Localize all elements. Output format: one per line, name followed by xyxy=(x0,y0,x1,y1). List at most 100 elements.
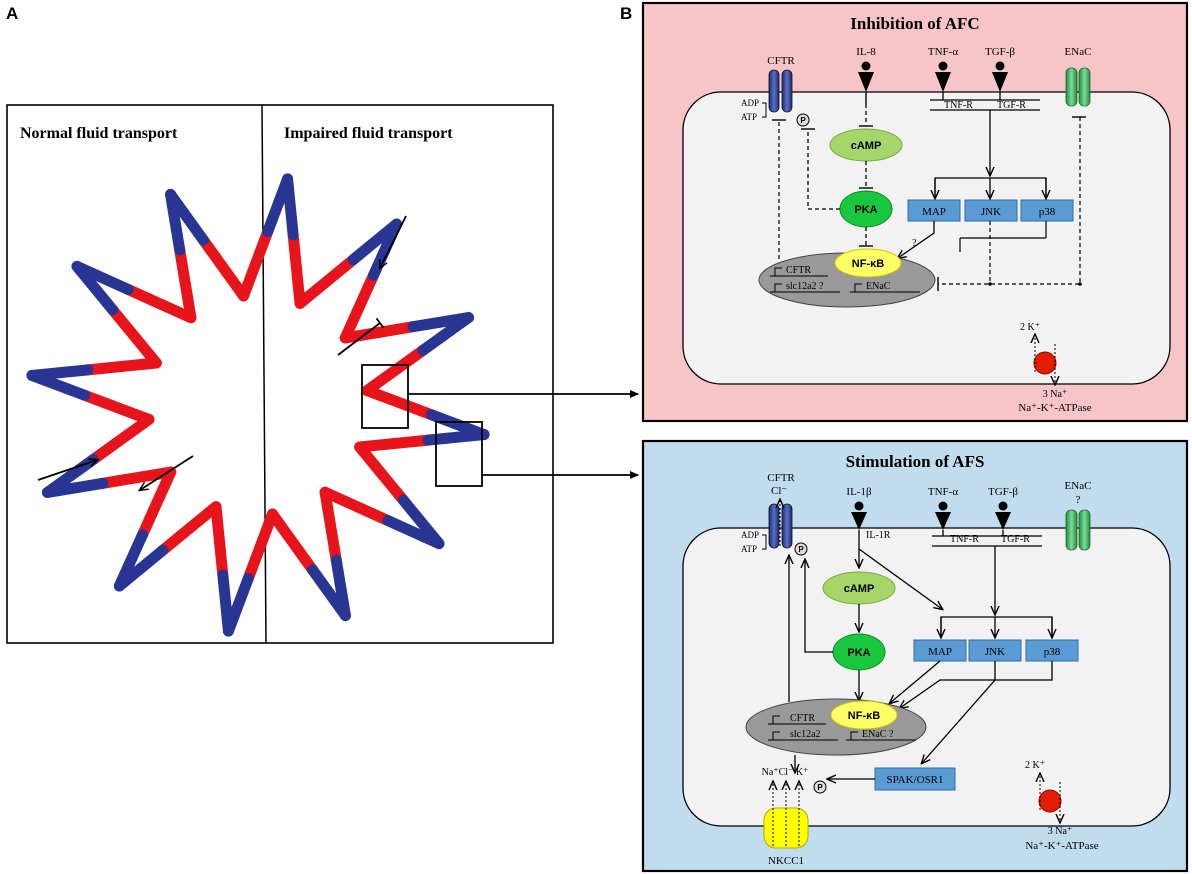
afc-enac-dash xyxy=(938,117,1081,285)
afc-pka-to-phospho xyxy=(807,129,840,210)
afc-gene-slc: slc12a2 ? xyxy=(786,281,824,292)
afs-tgf-receptor xyxy=(995,512,1011,530)
alveolus-segment-red xyxy=(361,385,437,421)
afc-tgfb-label: TGF-β xyxy=(985,46,1015,58)
alveolus-segment-blue xyxy=(41,454,99,498)
afc-gene-cftr: CFTR xyxy=(786,265,811,276)
afc-p38-box xyxy=(1020,199,1074,222)
afs-adp-atp-bracket xyxy=(762,534,767,550)
afs-k-label: 2 K⁺ xyxy=(1025,760,1045,771)
afs-p38-to-nfkb xyxy=(900,661,1053,708)
afs-gene-enac: ENaC ? xyxy=(862,729,894,740)
afc-dot-2 xyxy=(988,282,992,286)
afs-ions-label: Na⁺Cl⁻ K⁺ xyxy=(762,767,809,778)
impaired-fluid-title: Impaired fluid transport xyxy=(284,125,453,142)
alveolus-segment-red xyxy=(294,254,359,309)
afs-tgfb-label: TGF-β xyxy=(988,486,1018,498)
afs-nkcc1-phospho xyxy=(813,780,827,794)
zoom-box-red xyxy=(361,364,409,429)
afs-gene-cftr: CFTR xyxy=(790,713,815,724)
afs-tgfb-ligand xyxy=(998,501,1008,511)
afs-na-label: 3 Na⁺ xyxy=(1048,826,1072,837)
alveolus-segment-red xyxy=(339,321,419,344)
alveolus-segment-red xyxy=(354,434,434,453)
afs-panel: Stimulation of AFS CFTR Cl⁻ ADP ATP P IL… xyxy=(641,439,1189,873)
afc-map-to-nfkb xyxy=(898,221,935,258)
alveolus-segment-red xyxy=(238,226,274,302)
afc-cftr-channel xyxy=(768,69,780,113)
alveolus-segment-blue xyxy=(113,529,149,592)
afs-enac-question: ? xyxy=(1076,494,1081,506)
afs-atp-label: ATP xyxy=(741,544,757,554)
afc-pump-label: Na⁺-K⁺-ATPase xyxy=(1018,402,1091,414)
alveolus-segment-blue xyxy=(26,364,94,381)
afc-nfkb-node xyxy=(834,248,902,278)
afc-tnf-receptor xyxy=(935,72,951,92)
afc-atp-label: ATP xyxy=(741,112,757,122)
afs-nkcc1-phospho-label: P xyxy=(817,783,823,792)
afs-il1-to-map xyxy=(858,548,942,609)
afc-tgfr-label: TGF-R xyxy=(997,100,1026,111)
afc-adp-atp-bracket xyxy=(762,102,767,118)
fluid-inhibit-right xyxy=(337,317,385,356)
alveolus-segment-blue xyxy=(217,569,234,637)
alveolus-segment-blue xyxy=(71,260,134,296)
afs-tnf-receptor xyxy=(935,512,951,530)
normal-fluid-title: Normal fluid transport xyxy=(20,125,178,142)
alveolus-segment-red xyxy=(266,508,319,576)
alveolus-segment-red xyxy=(97,466,177,489)
afs-cftr-channel xyxy=(768,503,780,549)
afc-il8-ligand xyxy=(861,61,871,71)
afc-jnk-box xyxy=(964,199,1018,222)
afs-nkcc1-label: NKCC1 xyxy=(768,855,804,867)
alveolus-segment-red xyxy=(242,508,278,584)
afs-jnk-label: JNK xyxy=(985,646,1005,658)
panel-label-a: A xyxy=(6,4,18,23)
afs-tnfr-label: TNF-R xyxy=(950,534,979,545)
afc-phospho xyxy=(796,113,810,127)
panel-label-b: B xyxy=(620,4,632,23)
afs-cl-label: Cl⁻ xyxy=(771,485,787,497)
afs-phospho xyxy=(794,542,808,556)
afc-enac-channel-b xyxy=(1078,67,1091,107)
afc-enac-channel xyxy=(1065,67,1078,107)
afs-gene-cftr-promoter xyxy=(772,715,780,724)
afc-il8-label: IL-8 xyxy=(856,46,876,58)
afc-cftr-label: CFTR xyxy=(767,55,795,67)
afs-adp-label: ADP xyxy=(741,530,759,540)
afs-gene-slc: slc12a2 xyxy=(790,729,821,740)
alveolus-segment-blue xyxy=(422,429,490,446)
afs-enac-channel-b xyxy=(1078,509,1091,551)
alveolus-segment-red xyxy=(354,441,409,506)
alveolus-segment-red xyxy=(287,229,306,309)
afs-pka-label: PKA xyxy=(847,647,870,659)
afs-nfkb-node xyxy=(830,700,898,730)
alveolus-segment-red xyxy=(79,389,155,425)
afc-cftr-channel-b xyxy=(781,69,793,113)
afc-enac-label: ENaC xyxy=(1065,46,1092,58)
afs-il1b-label: IL-1β xyxy=(846,486,872,498)
afs-enac-label: ENaC xyxy=(1065,480,1092,492)
afs-pump xyxy=(1038,789,1062,813)
afc-tnfa-label: TNF-α xyxy=(928,46,958,58)
afs-map-label: MAP xyxy=(928,646,952,658)
afs-pka-to-phospho xyxy=(805,560,833,653)
afs-title: Stimulation of AFS xyxy=(846,452,985,471)
fluid-arrow-left-1 xyxy=(37,460,97,481)
afs-map-to-nfkb xyxy=(890,660,941,703)
afs-nfkb-label: NF-κB xyxy=(848,710,880,722)
afs-il1b-ligand xyxy=(854,501,864,511)
afs-enac-channel xyxy=(1065,509,1078,551)
alveolus-segment-red xyxy=(107,304,162,369)
afc-title: Inhibition of AFC xyxy=(850,14,979,33)
alveolus-segment-red xyxy=(87,413,155,466)
afs-tgfr-label: TGF-R xyxy=(1001,534,1030,545)
afc-gene-cftr-promoter xyxy=(774,267,782,276)
afc-adp-label: ADP xyxy=(741,98,759,108)
afs-p38-label: p38 xyxy=(1044,646,1061,658)
alveolus-segment-blue xyxy=(262,173,294,238)
afc-il8-receptor xyxy=(858,72,874,92)
alveolus-epithelium xyxy=(26,173,490,637)
afc-gene-enac-promoter xyxy=(854,283,862,292)
afc-tgfb-ligand xyxy=(995,61,1005,71)
